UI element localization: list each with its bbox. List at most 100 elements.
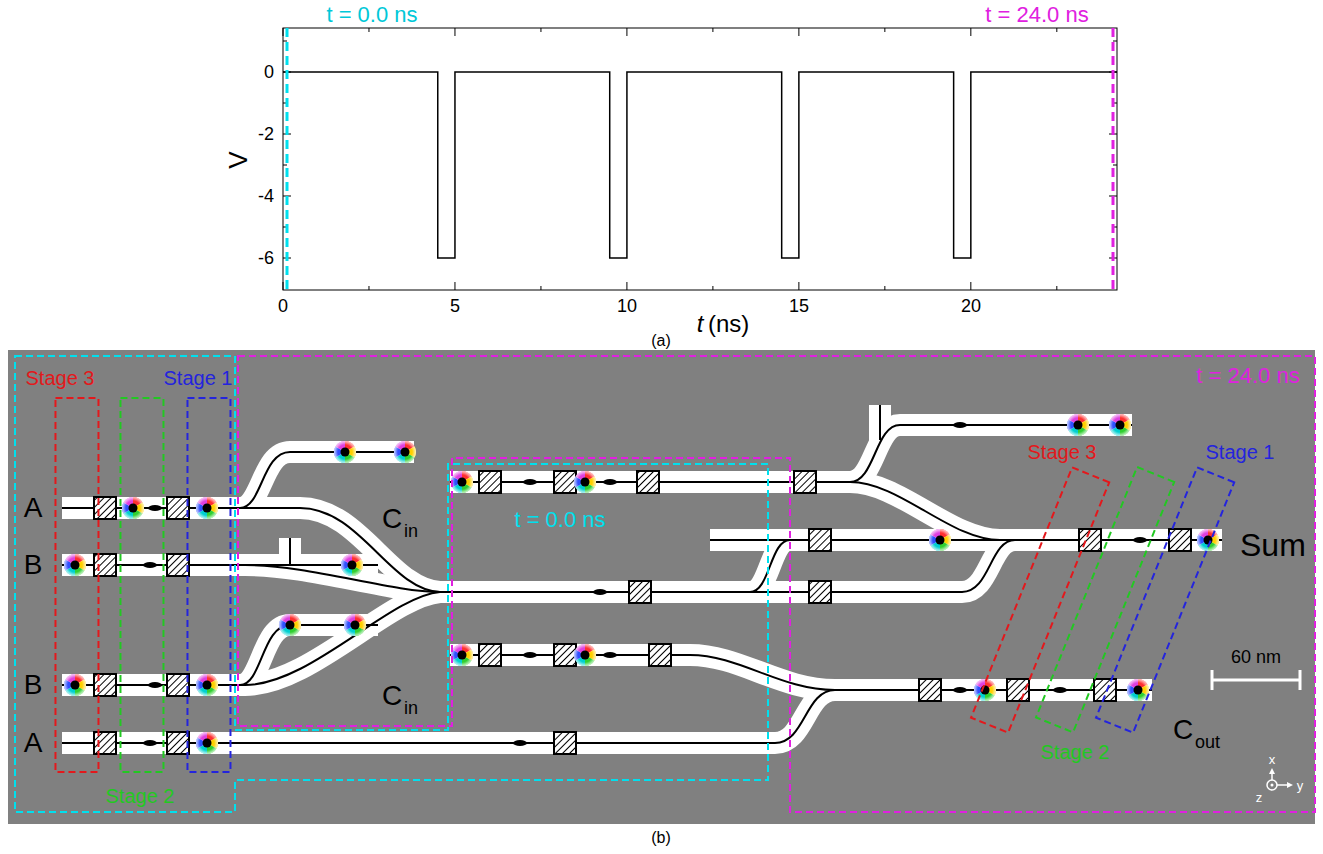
- skyrmion-core: [348, 561, 357, 570]
- skyrmion-halo: [451, 471, 473, 493]
- stage-box: Stage 1: [1096, 440, 1277, 733]
- panel-label: (b): [651, 830, 671, 846]
- dashed-outline: [238, 356, 1315, 812]
- region-outline: [1036, 467, 1174, 764]
- dashed-outline: [971, 467, 1109, 732]
- tick-mark: [1113, 41, 1117, 42]
- nanotrack: [245, 592, 440, 685]
- skyrmion-core: [286, 621, 295, 630]
- region-outline: [1096, 440, 1277, 733]
- skyrmion-core: [203, 504, 212, 513]
- tick-mark: [540, 28, 541, 32]
- nanotrack: [62, 508, 440, 592]
- skyrmion-halo: [394, 441, 416, 463]
- skyrmion-halo: [341, 554, 363, 576]
- skyrmion: [974, 679, 996, 701]
- axis-letter: y: [1297, 779, 1304, 792]
- axis-out-of-plane: [1267, 780, 1277, 790]
- axis-arrow: [1271, 773, 1273, 780]
- skyrmion-core: [1134, 686, 1143, 695]
- arrow-head: [1287, 782, 1293, 788]
- stage-label: Stage 2: [106, 786, 175, 806]
- input-label: C: [382, 505, 402, 533]
- voltage-gate: [629, 581, 651, 603]
- domain-wall-mark: [513, 740, 527, 746]
- skyrmion: [451, 471, 473, 493]
- tick-mark: [712, 286, 713, 290]
- tick-label: 0: [264, 63, 274, 81]
- dashed-outline: [1096, 467, 1234, 732]
- skyrmion-halo: [1127, 679, 1149, 701]
- nanotrack: [962, 540, 1015, 592]
- stage-label: Stage 3: [1028, 442, 1097, 462]
- skyrmion-halo: [344, 614, 366, 636]
- skyrmion-trajectory: [750, 540, 790, 592]
- skyrmion-halo: [196, 674, 218, 696]
- tick-mark: [884, 28, 885, 32]
- skyrmion-core: [341, 448, 350, 457]
- voltage-gate: [94, 732, 116, 754]
- region-outline: [104, 398, 177, 808]
- skyrmion-core: [458, 651, 467, 660]
- axis-title: t: [697, 312, 704, 336]
- skyrmion-trajectory: [62, 508, 440, 592]
- skyrmion-trajectory: [710, 539, 962, 541]
- skyrmion: [196, 732, 218, 754]
- voltage-gate: [1079, 529, 1101, 551]
- nanotrack: [869, 405, 891, 440]
- tick-mark: [712, 28, 713, 32]
- stage-box: Stage 1: [162, 366, 235, 772]
- tick-mark: [283, 28, 284, 36]
- voltage-gate: [919, 679, 941, 701]
- skyrmion: [574, 644, 596, 666]
- axis-ticks: [283, 28, 1117, 290]
- nanotrack: [279, 538, 301, 565]
- tick-mark: [283, 165, 287, 166]
- time-region: t = 0.0 nsStage 3Stage 2Stage 1: [15, 356, 768, 812]
- skyrmion: [574, 471, 596, 493]
- stage-label: Stage 1: [1206, 442, 1275, 462]
- nanotrack: [240, 452, 414, 508]
- skyrmion-trajectory: [289, 538, 291, 565]
- voltage-gate: [554, 471, 576, 493]
- subscript: in: [404, 699, 418, 717]
- voltage-gate: [479, 471, 501, 493]
- tick-mark: [970, 282, 971, 290]
- time-region: t = 24.0 nsStage 3Stage 2Stage 1: [238, 356, 1315, 812]
- skyrmion-halo: [1067, 414, 1089, 436]
- domain-wall-mark: [603, 479, 617, 485]
- voltage-gate: [1007, 679, 1029, 701]
- skyrmion-halo: [334, 441, 356, 463]
- input-label: B: [24, 551, 43, 579]
- voltage-gate: [649, 644, 671, 666]
- skyrmion-core: [1074, 421, 1083, 430]
- tick-label: 5: [450, 297, 460, 315]
- coordinate-icon: [1267, 768, 1293, 790]
- skyrmion-trajectory: [240, 452, 414, 508]
- domain-wall-mark: [523, 479, 537, 485]
- tick-mark: [626, 282, 627, 290]
- tick-mark: [1056, 28, 1057, 32]
- subscript: in: [404, 522, 418, 540]
- skyrmion: [1127, 679, 1149, 701]
- voltage-gate: [809, 581, 831, 603]
- skyrmion: [1067, 414, 1089, 436]
- gate-layer: [94, 471, 1191, 754]
- skyrmion-trajectory: [850, 482, 1000, 540]
- region-outline: [971, 440, 1109, 733]
- tick-mark: [798, 28, 799, 36]
- axis-letter: z: [1256, 791, 1263, 804]
- domain-wall-mark: [1053, 687, 1067, 693]
- nanotrack: [450, 425, 1132, 482]
- skyrmion-trajectory: [440, 591, 962, 593]
- stage-label: Stage 3: [26, 368, 95, 388]
- tick-label: -6: [258, 249, 274, 267]
- region-outline: [238, 356, 1315, 812]
- dashed-outline: [120, 398, 163, 772]
- nanotrack: [62, 674, 245, 696]
- domain-wall-mark: [148, 682, 162, 688]
- skyrmion-core: [401, 448, 410, 457]
- tick-label: 20: [961, 297, 981, 315]
